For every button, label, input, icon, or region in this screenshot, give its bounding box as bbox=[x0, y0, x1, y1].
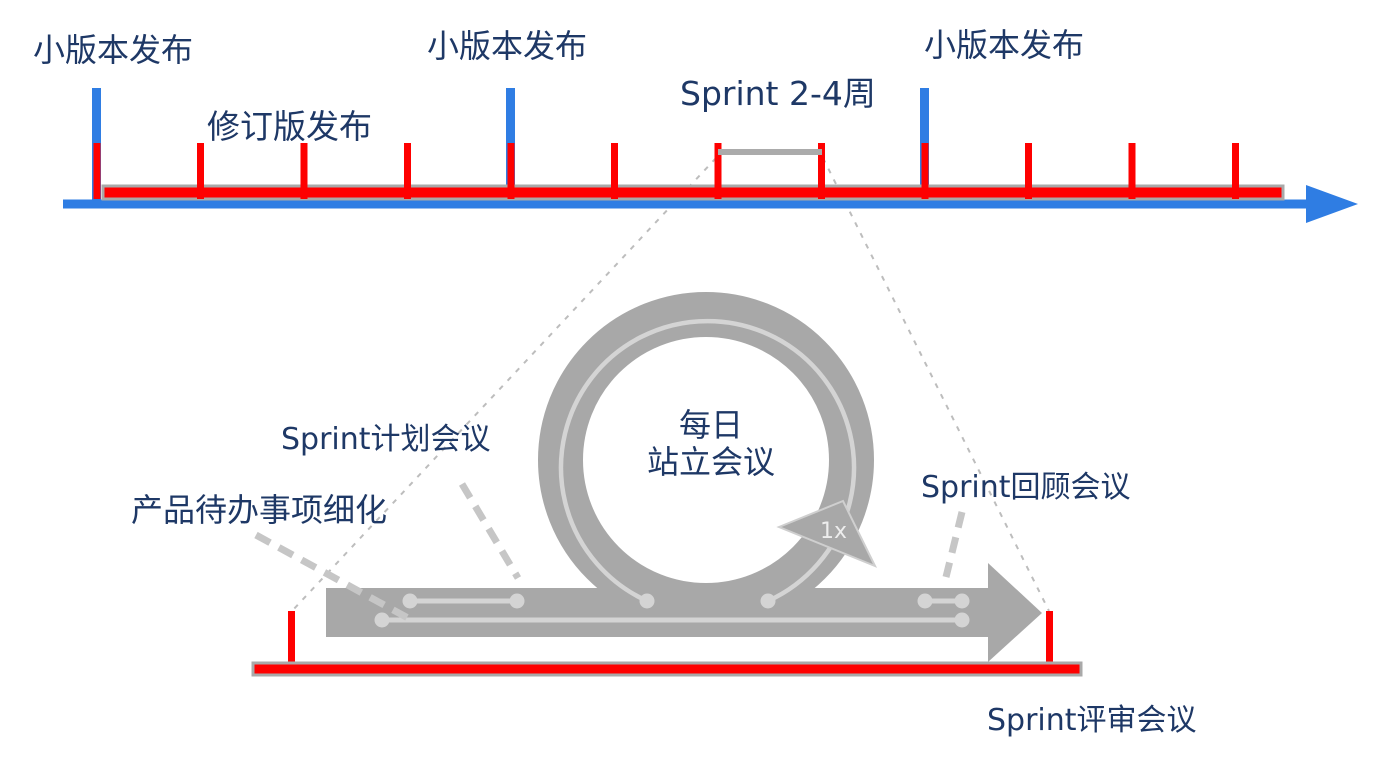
daily-standup-line1: 每日 bbox=[678, 406, 744, 444]
task-dot bbox=[509, 593, 525, 609]
revision-tick bbox=[1232, 143, 1239, 199]
loop-track bbox=[558, 318, 857, 604]
refinement-connector bbox=[254, 531, 410, 622]
review-tick-right bbox=[1046, 611, 1053, 665]
revision-tick bbox=[611, 143, 618, 199]
review-tick-left bbox=[288, 611, 295, 665]
sprint-bar-arrow-icon bbox=[988, 563, 1042, 662]
review-timeline bbox=[251, 611, 1083, 677]
daily-standup-line2: 站立会议 bbox=[646, 443, 776, 481]
guide-line-right bbox=[822, 157, 1050, 612]
sprint-length-label: Sprint 2-4周 bbox=[680, 74, 876, 113]
revision-ticks bbox=[93, 143, 1239, 199]
task-dot bbox=[402, 593, 418, 609]
release-timeline bbox=[63, 88, 1358, 223]
task-dot bbox=[917, 593, 933, 609]
sprint-retrospective-label: Sprint回顾会议 bbox=[921, 470, 1131, 505]
task-dots bbox=[374, 593, 970, 628]
sprint-loop bbox=[326, 292, 1042, 662]
planning-connector bbox=[458, 482, 522, 580]
revision-tick bbox=[818, 143, 825, 199]
minor-release-label-2: 小版本发布 bbox=[427, 27, 588, 65]
revision-tick bbox=[1025, 143, 1032, 199]
loop-iteration-arrowhead-icon bbox=[776, 499, 878, 568]
daily-standup-label: 每日 站立会议 bbox=[647, 407, 775, 481]
timeline-right-arrow-icon bbox=[1306, 185, 1358, 223]
task-dot bbox=[374, 612, 390, 628]
backlog-refinement-label: 产品待办事项细化 bbox=[131, 491, 388, 529]
revision-tick bbox=[921, 143, 929, 199]
release-band bbox=[101, 184, 1285, 201]
sprint-bar bbox=[326, 588, 988, 637]
sprint-length-bracket bbox=[718, 149, 822, 155]
revision-tick bbox=[404, 143, 411, 199]
task-dot bbox=[954, 593, 970, 609]
review-band bbox=[251, 661, 1083, 677]
sprint-zoom-guide-lines bbox=[291, 157, 1050, 612]
revision-tick bbox=[507, 143, 515, 199]
task-dot bbox=[760, 593, 776, 609]
revision-tick bbox=[197, 143, 204, 199]
minor-release-label-3: 小版本发布 bbox=[924, 26, 1085, 64]
task-dot bbox=[954, 612, 970, 628]
sprint-review-label: Sprint评审会议 bbox=[987, 703, 1197, 738]
revision-tick bbox=[1128, 143, 1136, 199]
sprint-planning-label: Sprint计划会议 bbox=[281, 422, 491, 457]
minor-release-label-1: 小版本发布 bbox=[33, 31, 194, 69]
label-connectors bbox=[254, 482, 966, 622]
task-dot bbox=[639, 593, 655, 609]
revision-tick bbox=[300, 143, 308, 199]
revision-tick bbox=[714, 143, 722, 199]
iteration-badge: 1x bbox=[820, 519, 848, 544]
retrospective-connector bbox=[942, 511, 966, 578]
guide-line-left bbox=[291, 157, 717, 612]
revision-release-label: 修订版发布 bbox=[207, 107, 372, 146]
revision-tick bbox=[93, 143, 101, 199]
